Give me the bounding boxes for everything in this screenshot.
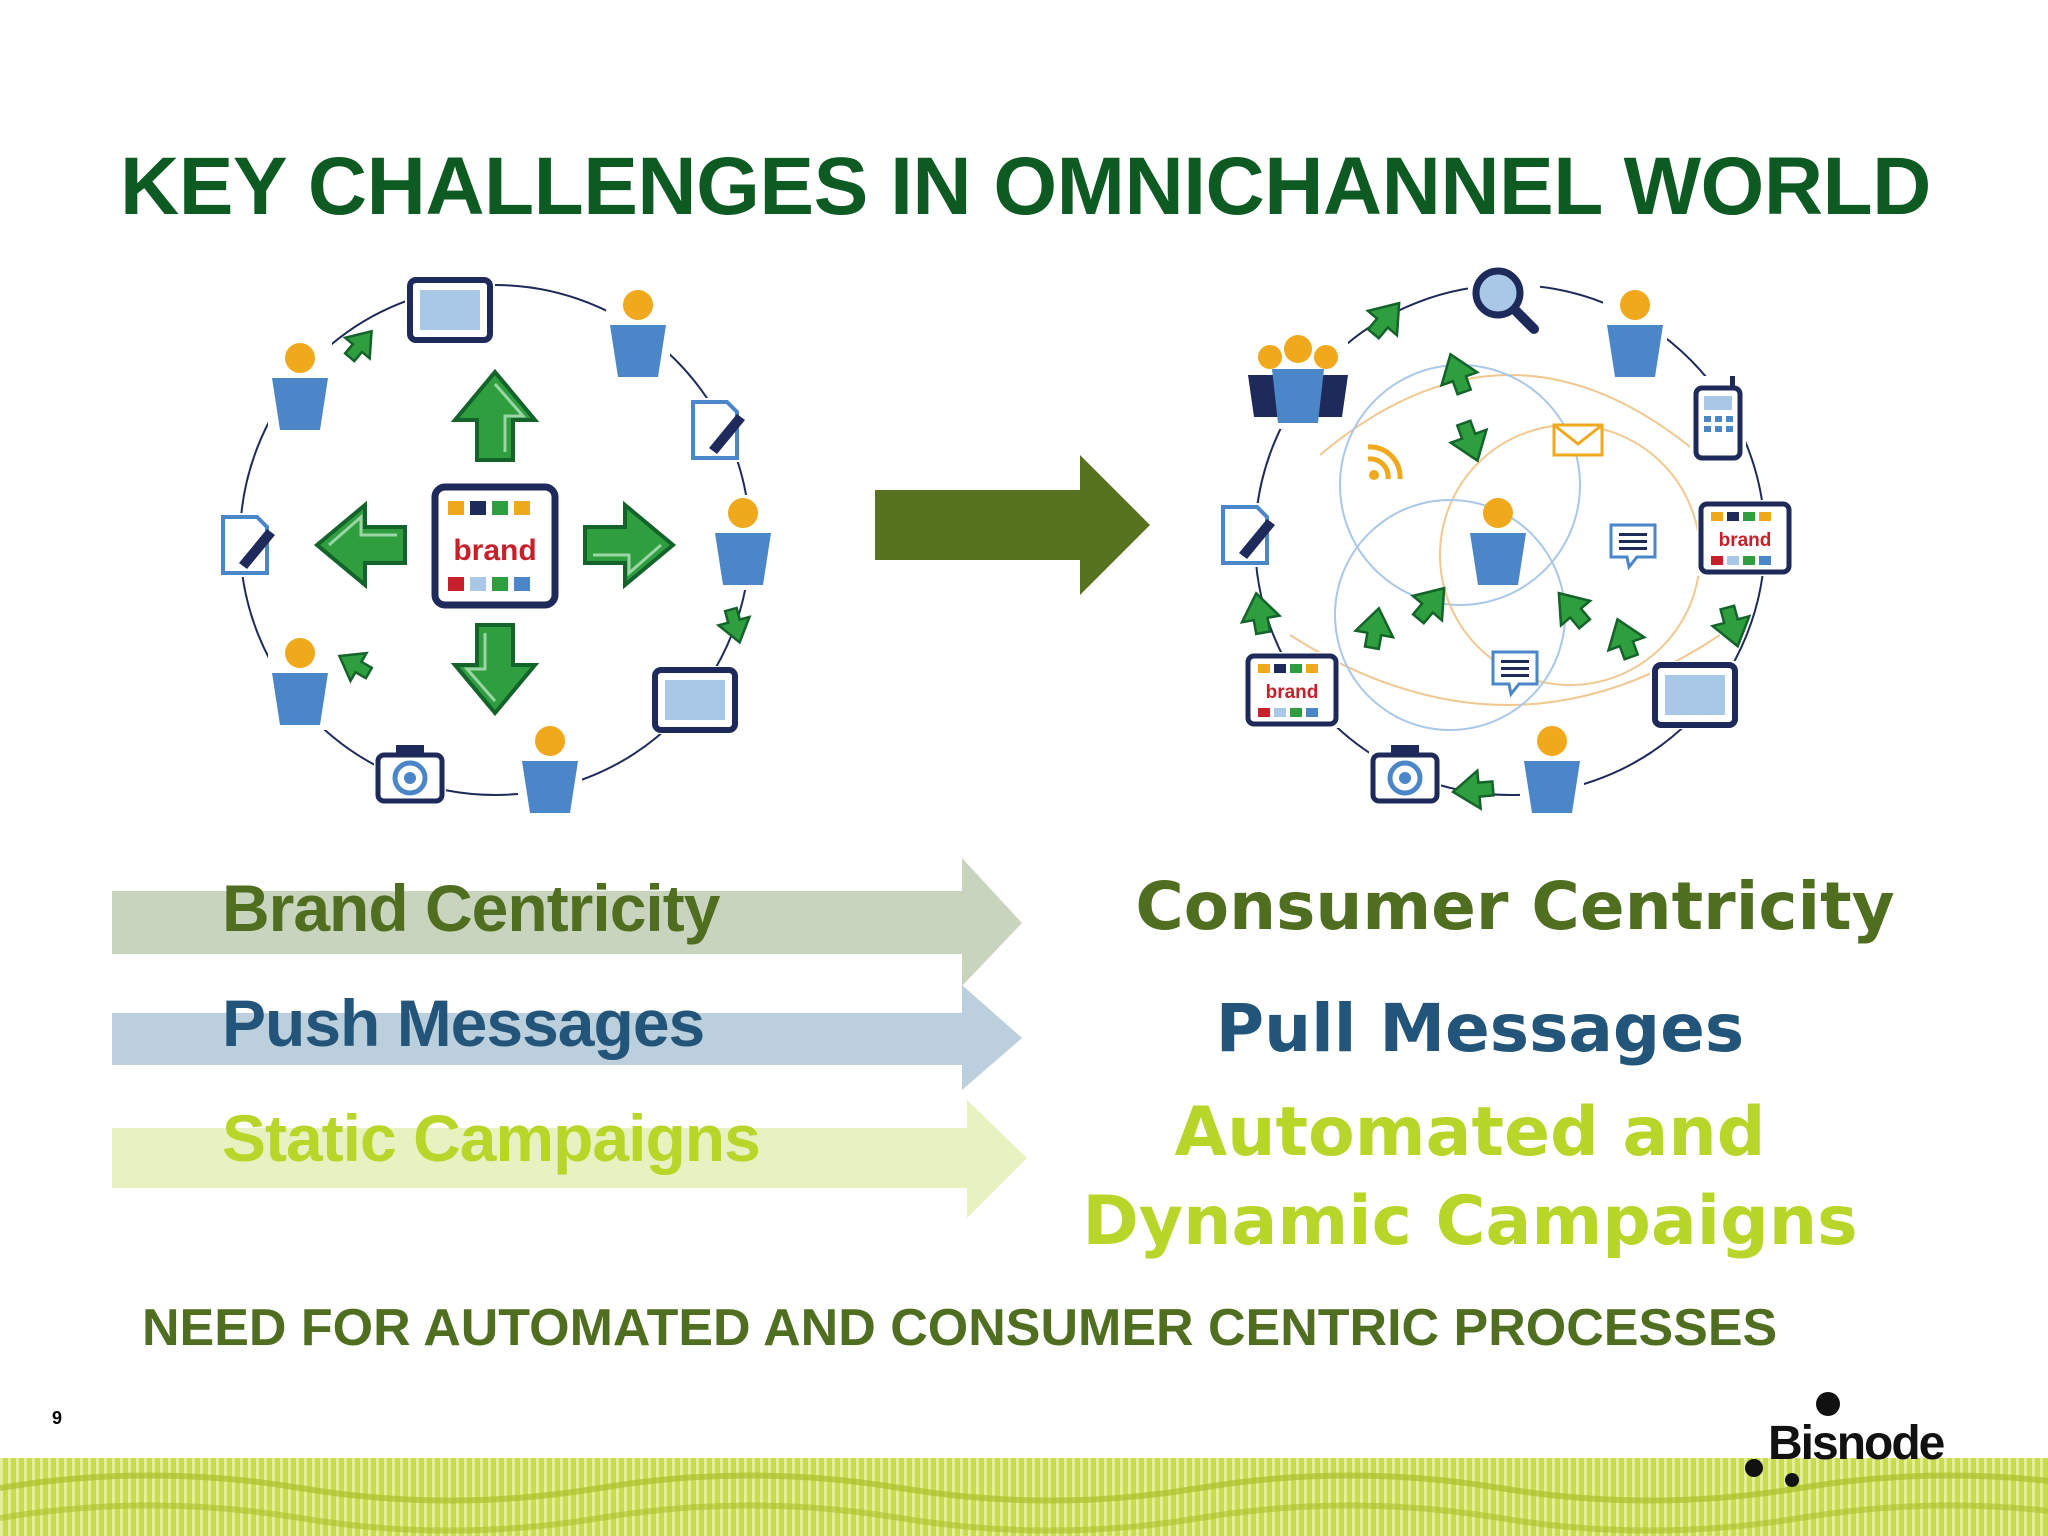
pull-messages-label: Pull Messages: [1215, 990, 1745, 1067]
tablet-icon: [1650, 661, 1740, 729]
chat-bubble-icon: [1609, 523, 1657, 569]
phone-icon: [1690, 376, 1746, 462]
arrow-icon: [1450, 768, 1496, 813]
brand-label: brand: [1719, 530, 1772, 551]
brand-centricity-band: Brand Centricity: [112, 858, 1032, 988]
camera-icon: [374, 743, 446, 805]
person-icon: [711, 495, 775, 590]
person-icon: [1603, 287, 1667, 382]
arrow-up-icon: [453, 370, 537, 462]
arrow-icon: [1357, 289, 1415, 348]
arrow-icon: [1598, 611, 1651, 665]
bisnode-logo: Bisnode: [1742, 1390, 1982, 1490]
brand-centric-diagram: brand: [217, 255, 775, 818]
conclusion-text: NEED FOR AUTOMATED AND CONSUMER CENTRIC …: [142, 1299, 1778, 1357]
arrow-icon: [714, 604, 757, 648]
envelope-icon: [1552, 423, 1604, 457]
push-messages-band: Push Messages: [112, 985, 1032, 1095]
person-icon: [518, 723, 582, 818]
arrow-icon: [1431, 346, 1484, 400]
slide-title: KEY CHALLENGES IN OMNICHANNEL WORLD: [120, 141, 1931, 232]
brand-label: brand: [453, 534, 536, 567]
tablet-icon: [650, 666, 740, 734]
transition-arrow: [875, 455, 1150, 595]
brand-centricity-label: Brand Centricity: [222, 871, 720, 945]
chat-bubble-icon: [1491, 650, 1539, 696]
brand-box-small: brand: [1697, 500, 1793, 576]
arrow-icon: [1402, 574, 1460, 633]
automated-campaigns-label-line1: Automated and: [1174, 1093, 1766, 1172]
person-icon: [1520, 723, 1584, 818]
arrow-icon: [330, 640, 379, 689]
group-icon: [1248, 329, 1348, 429]
arrow-icon: [336, 319, 386, 369]
brand-box-small: brand: [1244, 652, 1340, 728]
person-icon: [268, 635, 332, 730]
brand-box: brand: [431, 483, 559, 609]
tablet-icon: [405, 280, 495, 340]
arrow-right-icon: [583, 503, 675, 587]
logo-text: Bisnode: [1768, 1417, 1945, 1470]
arrow-icon: [1444, 415, 1497, 469]
consumer-centric-diagram: brand brand: [1217, 263, 1793, 818]
push-messages-label: Push Messages: [222, 986, 705, 1060]
camera-icon: [1369, 743, 1441, 805]
person-icon: [1470, 498, 1526, 585]
document-pen-icon: [217, 513, 277, 577]
automated-campaigns-label-line2: Dynamic Campaigns: [1082, 1182, 1858, 1261]
document-pen-icon: [1217, 503, 1277, 567]
arrow-left-icon: [315, 503, 407, 587]
page-number: 9: [52, 1408, 63, 1428]
static-campaigns-label: Static Campaigns: [222, 1101, 761, 1175]
consumer-centricity-label: Consumer Centricity: [1135, 868, 1895, 945]
arrow-down-icon: [453, 623, 537, 715]
footer-pattern: [0, 1458, 2048, 1536]
svg-text:brand: brand: [1266, 682, 1319, 703]
magnifier-icon: [1468, 263, 1540, 335]
arrow-icon: [1351, 603, 1399, 653]
person-icon: [268, 340, 332, 435]
rss-icon: [1367, 444, 1403, 480]
person-icon: [606, 287, 670, 382]
document-pen-icon: [687, 398, 747, 462]
arrow-icon: [1236, 588, 1284, 638]
static-campaigns-band: Static Campaigns: [112, 1100, 1032, 1220]
arrow-icon: [1543, 579, 1601, 638]
